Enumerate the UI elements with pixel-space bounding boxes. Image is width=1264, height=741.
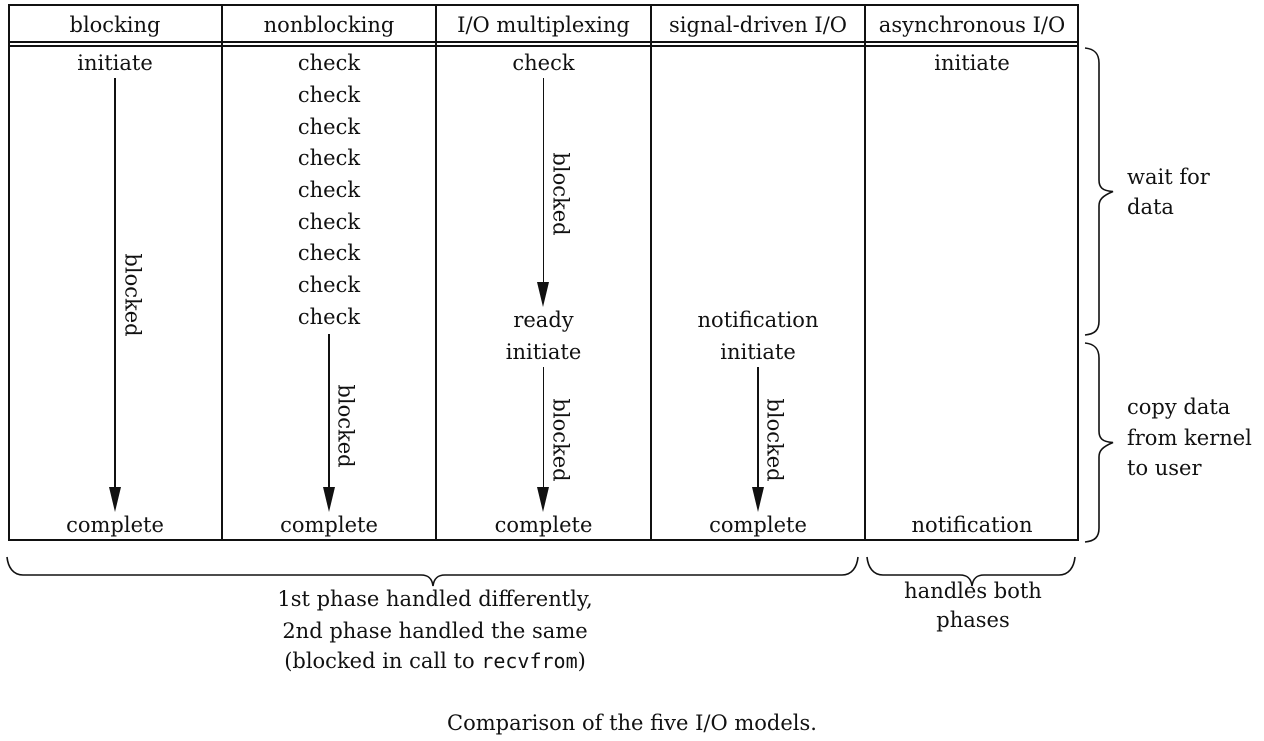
multiplexing-check-label: check xyxy=(512,51,575,75)
bottom-note-line2: 2nd phase handled the same xyxy=(282,619,588,643)
nonblocking-check-label: check xyxy=(297,51,361,75)
side-label-copy-line1: copy data xyxy=(1127,395,1231,419)
multiplexing-initiate-label: initiate xyxy=(505,340,582,364)
blocking-complete-label: complete xyxy=(66,513,164,537)
side-label-copy-line2: from kernel xyxy=(1127,426,1252,450)
arrow-shaft xyxy=(114,78,116,489)
handles-both-line2: phases xyxy=(936,608,1010,632)
bottom-note-line3: (blocked in call to recvfrom) xyxy=(135,649,735,673)
arrow-shaft xyxy=(542,367,545,489)
brace-copy-data xyxy=(1084,342,1114,543)
nonblocking-check-label: check xyxy=(297,273,361,297)
multiplexing-blocked-wait-label: blocked xyxy=(548,152,573,236)
header-cell-signal-driven-io: signal-driven I/O xyxy=(668,13,848,37)
recvfrom-code: recvfrom xyxy=(481,649,578,673)
nonblocking-check-label: check xyxy=(297,178,361,202)
comparison-table-frame xyxy=(8,4,1079,541)
header-rule-upper xyxy=(8,41,1079,43)
arrow-shaft xyxy=(542,78,545,284)
bottom-note-line3-prefix: (blocked in call to xyxy=(284,649,482,673)
header-cell-blocking: blocking xyxy=(69,13,161,37)
nonblocking-check-label: check xyxy=(297,305,361,329)
column-divider-4 xyxy=(864,4,866,541)
arrowhead-down-icon xyxy=(322,487,335,512)
header-cell-io-multiplexing: I/O multiplexing xyxy=(457,13,630,37)
arrowhead-down-icon xyxy=(537,487,549,512)
column-divider-2 xyxy=(435,4,437,541)
asynchronous-initiate-label: initiate xyxy=(934,51,1010,75)
signal-driven-complete-label: complete xyxy=(709,513,807,537)
arrow-shaft xyxy=(757,367,759,489)
signal-driven-notification-label: notification xyxy=(697,308,819,332)
header-cell-nonblocking: nonblocking xyxy=(263,13,395,37)
blocking-arrow xyxy=(108,78,122,512)
signal-driven-copy-arrow xyxy=(751,367,765,512)
nonblocking-check-label: check xyxy=(297,241,361,265)
multiplexing-complete-label: complete xyxy=(494,513,593,537)
column-divider-1 xyxy=(221,4,223,541)
signal-driven-blocked-label: blocked xyxy=(762,398,787,482)
arrowhead-down-icon xyxy=(751,487,764,512)
brace-wait-for-data xyxy=(1084,47,1114,336)
multiplexing-copy-arrow xyxy=(537,367,550,512)
nonblocking-check-label: check xyxy=(297,146,361,170)
multiplexing-ready-label: ready xyxy=(513,308,574,332)
arrowhead-down-icon xyxy=(108,487,121,512)
multiplexing-wait-arrow xyxy=(537,78,550,307)
multiplexing-blocked-copy-label: blocked xyxy=(548,398,573,482)
nonblocking-check-label: check xyxy=(297,210,361,234)
arrow-shaft xyxy=(328,334,330,489)
side-label-wait-line2: data xyxy=(1127,195,1174,219)
nonblocking-check-label: check xyxy=(297,83,361,107)
side-label-copy-line3: to user xyxy=(1127,456,1202,480)
bottom-note-line1: 1st phase handled differently, xyxy=(277,587,593,611)
bottom-note-line3-suffix: ) xyxy=(577,649,586,673)
nonblocking-check-label: check xyxy=(297,115,361,139)
nonblocking-arrow xyxy=(322,334,336,512)
brace-first-phase xyxy=(6,556,859,587)
header-rule-lower xyxy=(8,45,1079,47)
nonblocking-blocked-label: blocked xyxy=(333,384,358,468)
asynchronous-notification-label: notification xyxy=(911,513,1033,537)
figure-caption: Comparison of the five I/O models. xyxy=(447,711,817,735)
column-divider-3 xyxy=(650,4,652,541)
arrowhead-down-icon xyxy=(537,282,549,307)
side-label-wait-line1: wait for xyxy=(1127,165,1210,189)
nonblocking-complete-label: complete xyxy=(280,513,378,537)
blocking-blocked-label: blocked xyxy=(120,253,145,337)
header-cell-asynchronous-io: asynchronous I/O xyxy=(878,13,1066,37)
signal-driven-initiate-label: initiate xyxy=(720,340,796,364)
handles-both-line1: handles both xyxy=(904,579,1042,603)
blocking-initiate-label: initiate xyxy=(77,51,153,75)
